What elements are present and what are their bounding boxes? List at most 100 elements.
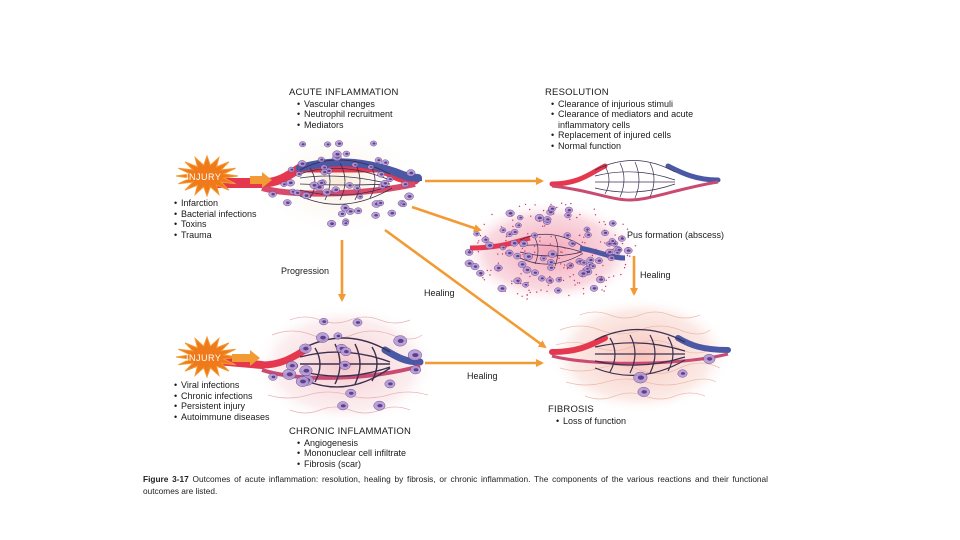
cell — [530, 232, 539, 239]
pus-speck — [603, 229, 606, 232]
cell — [464, 248, 474, 256]
pus-speck — [529, 208, 531, 211]
cell — [497, 284, 507, 293]
pus-speck — [524, 250, 526, 252]
injury-label-bottom: INJURY — [186, 353, 221, 363]
cell — [323, 141, 332, 148]
pus-speck — [611, 248, 613, 251]
pus-speck — [579, 213, 581, 216]
cell — [607, 255, 615, 261]
pus-speck — [527, 233, 529, 235]
cell — [505, 249, 514, 257]
pus-speck — [607, 252, 609, 255]
cell — [510, 239, 519, 247]
cell — [374, 157, 383, 164]
pus-speck — [564, 247, 566, 249]
cell — [583, 266, 591, 272]
cause-item: Chronic infections — [174, 391, 270, 402]
pus-speck — [629, 255, 631, 257]
cell — [516, 214, 524, 221]
pus-speck — [589, 251, 592, 254]
chronic-inflammation-title: CHRONIC INFLAMMATION — [289, 426, 412, 437]
cell — [564, 206, 573, 214]
pus-speck — [511, 282, 513, 285]
cell — [511, 228, 519, 236]
pus-speck — [549, 275, 551, 278]
pus-speck — [547, 284, 549, 286]
pus-speck — [568, 266, 570, 269]
pus-speck — [600, 279, 602, 281]
pus-speck — [601, 289, 603, 291]
pus-speck — [526, 239, 528, 241]
cell — [476, 269, 485, 277]
cell — [586, 256, 595, 264]
cause-item: Viral infections — [174, 380, 270, 391]
cell — [297, 160, 307, 168]
pus-speck — [516, 293, 519, 295]
cell — [287, 166, 295, 173]
resolution-block: RESOLUTION Clearance of injurious stimul… — [545, 87, 693, 152]
cell — [317, 156, 325, 163]
pus-speck — [483, 223, 485, 226]
resolution-item: Replacement of injured cells — [551, 130, 693, 141]
pus-speck — [484, 235, 487, 237]
acute-item: Mediators — [297, 120, 399, 131]
pus-speck — [593, 208, 595, 210]
cell — [473, 231, 480, 237]
inflammatory-cells — [268, 140, 716, 411]
pus-speck — [621, 236, 623, 238]
cell — [608, 220, 617, 227]
pus-speck — [529, 275, 531, 278]
pus-speck — [570, 264, 572, 266]
pus-speck — [604, 223, 606, 226]
pus-speck — [526, 298, 528, 300]
pus-speck — [549, 243, 552, 245]
pus-speck — [563, 267, 565, 269]
cell — [703, 353, 716, 364]
cell — [320, 164, 328, 171]
cell — [299, 365, 313, 377]
pus-speck — [486, 269, 488, 272]
abscess-vessel-network — [469, 233, 626, 267]
acute-inflammation-block: ACUTE INFLAMMATION Vascular changes Neut… — [289, 87, 399, 131]
pus-speck — [559, 263, 562, 265]
pus-speck — [520, 273, 522, 275]
pus-speck — [468, 249, 471, 252]
fibrosis-tissue — [548, 297, 732, 413]
cell — [617, 235, 626, 242]
cell — [331, 186, 340, 194]
pus-speck — [565, 204, 567, 206]
pus-speck — [512, 219, 514, 221]
pus-speck — [518, 277, 521, 279]
cell — [677, 369, 688, 378]
pus-speck — [511, 280, 513, 282]
cell — [285, 179, 295, 187]
pus-speck — [542, 209, 545, 212]
cell — [327, 220, 337, 228]
cell — [554, 287, 562, 294]
pus-speck — [505, 239, 507, 242]
cell — [589, 263, 597, 269]
cell — [377, 171, 386, 178]
cell — [517, 260, 527, 268]
pus-speck — [539, 220, 541, 222]
cell — [354, 207, 363, 215]
cell — [481, 236, 490, 243]
cell — [316, 332, 329, 343]
pus-speck — [578, 282, 581, 284]
figure-number: Figure 3-17 — [143, 474, 189, 484]
pus-speck — [574, 284, 576, 286]
cell — [337, 210, 346, 218]
cell — [623, 247, 633, 255]
cell — [283, 199, 292, 207]
cell — [499, 244, 507, 251]
injury-starburst-bottom — [175, 335, 239, 379]
cell — [293, 189, 302, 197]
pus-speck — [595, 273, 597, 276]
acute-inflammation-title: ACUTE INFLAMMATION — [289, 87, 399, 98]
cause-item: Toxins — [174, 219, 257, 230]
cell — [563, 232, 572, 239]
pus-speck — [550, 281, 552, 284]
pus-speck — [608, 276, 610, 279]
